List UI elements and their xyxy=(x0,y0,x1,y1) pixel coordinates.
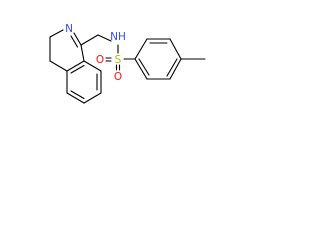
bond-ch2-nh xyxy=(97,34,112,42)
methylene-linker xyxy=(80,34,112,46)
bond-n2-c3 xyxy=(49,29,64,38)
bond-c4a-c8a xyxy=(66,60,85,72)
oxygen-lower-label: O xyxy=(114,71,122,83)
bond-c1-n2 xyxy=(73,32,82,46)
sulfur-label: S xyxy=(115,54,122,66)
bond-c7-c6 xyxy=(83,92,102,104)
bond-c1-ch2 xyxy=(80,34,99,46)
bond-c1-n2-double xyxy=(70,35,79,48)
sulfonyl-group xyxy=(105,44,136,71)
bond-c4-c4a xyxy=(49,60,68,72)
bond-t4-t5-double xyxy=(166,58,178,77)
bond-t6-t1-double xyxy=(138,58,150,76)
benzo-ring xyxy=(66,60,102,104)
bond-c8a-c1 xyxy=(80,44,85,62)
bond-c8a-c8 xyxy=(83,60,102,72)
bond-c4a-c8a-double xyxy=(70,64,85,74)
bond-t1-t2 xyxy=(134,38,148,60)
bond-c6-c5 xyxy=(66,92,85,104)
bond-t6-t1 xyxy=(134,58,148,80)
structure-diagram: N N H S O O xyxy=(49,23,206,104)
bond-t3-t4 xyxy=(169,38,182,60)
oxygen-upper-label: O xyxy=(96,54,104,66)
amide-nitrogen-label: N xyxy=(110,31,118,43)
dihydroisoquinoline-ring xyxy=(49,29,85,72)
ring-nitrogen-label: N xyxy=(65,23,73,35)
amide-hydrogen-label: H xyxy=(118,31,126,43)
bond-t4-t5 xyxy=(169,58,182,80)
tolyl-ring xyxy=(134,38,206,80)
bond-c6-c5-double xyxy=(70,90,85,100)
